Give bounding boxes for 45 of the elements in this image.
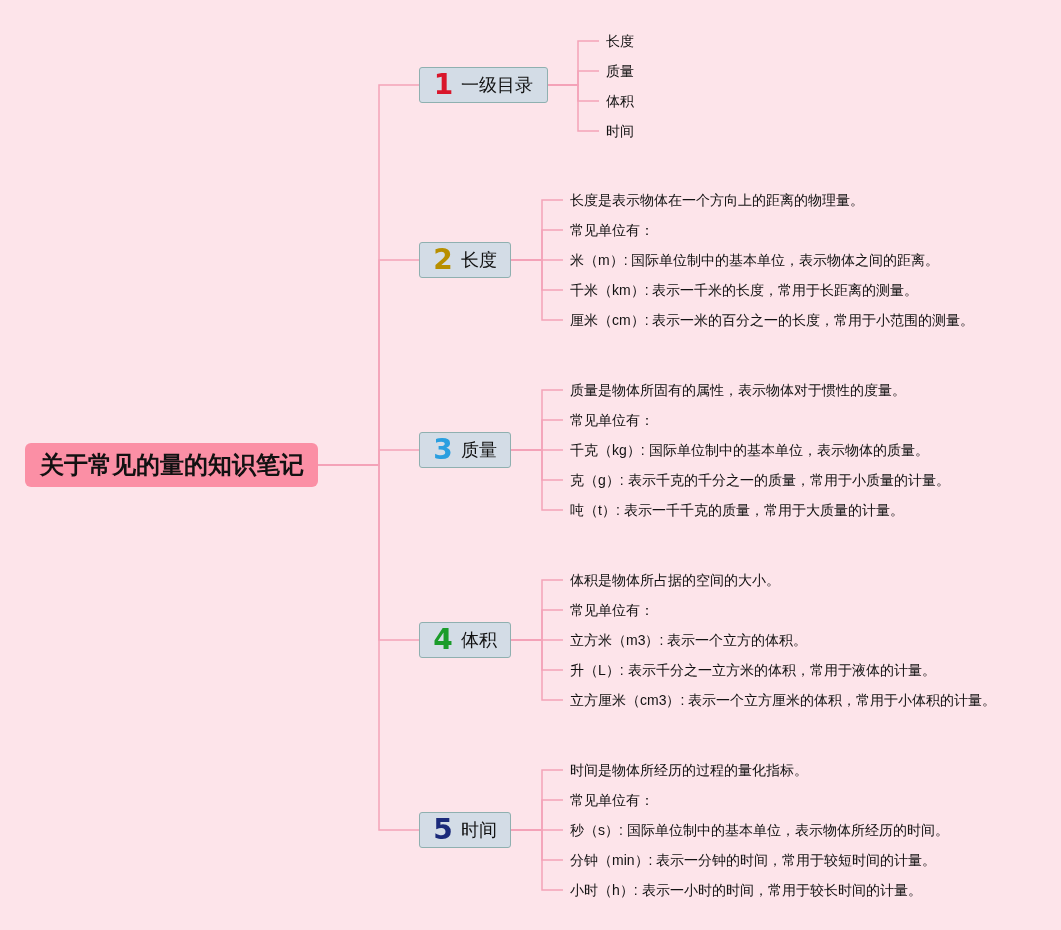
- note-text: 升（L）: 表示千分之一立方米的体积，常用于液体的计量。: [563, 660, 936, 680]
- note-text: 秒（s）: 国际单位制中的基本单位，表示物体所经历的时间。: [563, 820, 949, 840]
- topic-number: 3: [433, 436, 453, 464]
- topic-number: 2: [433, 246, 453, 274]
- topic-label: 时间: [460, 819, 497, 842]
- note-text: 米（m）: 国际单位制中的基本单位，表示物体之间的距离。: [563, 250, 940, 270]
- connector-line: [510, 449, 564, 511]
- note-text: 长度是表示物体在一个方向上的距离的物理量。: [563, 190, 864, 210]
- note-text: 克（g）: 表示千克的千分之一的质量，常用于小质量的计量。: [563, 470, 950, 490]
- note-text: 立方米（m3）: 表示一个立方的体积。: [563, 630, 808, 650]
- topic-label: 体积: [460, 629, 497, 652]
- connector-line: [510, 829, 564, 891]
- topic-label: 一级目录: [461, 74, 534, 97]
- topic-number: 5: [433, 816, 453, 844]
- note-text: 常见单位有：: [563, 410, 654, 430]
- note-text: 质量: [599, 61, 634, 81]
- note-text: 时间是物体所经历的过程的量化指标。: [563, 760, 808, 780]
- topic-box: [419, 812, 511, 848]
- note-text: 常见单位有：: [563, 600, 654, 620]
- note-text: 小时（h）: 表示一小时的时间，常用于较长时间的计量。: [563, 880, 922, 900]
- note-text: 长度: [599, 31, 634, 51]
- topic-label: 长度: [460, 249, 497, 272]
- note-text: 分钟（min）: 表示一分钟的时间，常用于较短时间的计量。: [563, 850, 937, 870]
- topic-box: [419, 432, 511, 468]
- note-text: 吨（t）: 表示一千千克的质量，常用于大质量的计量。: [563, 500, 904, 520]
- note-text: 厘米（cm）: 表示一米的百分之一的长度，常用于小范围的测量。: [563, 310, 975, 330]
- topic-number: 4: [433, 626, 453, 654]
- note-text: 常见单位有：: [563, 220, 654, 240]
- topic-box: [419, 67, 548, 103]
- note-text: 立方厘米（cm3）: 表示一个立方厘米的体积，常用于小体积的计量。: [563, 690, 997, 710]
- connector-line: [510, 639, 564, 701]
- note-text: 质量是物体所固有的属性，表示物体对于惯性的度量。: [563, 380, 906, 400]
- central-topic: 关于常见的量的知识笔记: [25, 443, 318, 487]
- connector-line: [510, 259, 564, 321]
- note-text: 体积是物体所占据的空间的大小。: [563, 570, 780, 590]
- connector-line: [547, 84, 600, 132]
- note-text: 时间: [599, 121, 634, 141]
- topic-box: [419, 242, 511, 278]
- topic-number: 1: [433, 71, 454, 99]
- note-text: 千克（kg）: 国际单位制中的基本单位，表示物体的质量。: [563, 440, 929, 460]
- note-text: 体积: [599, 91, 634, 111]
- note-text: 常见单位有：: [563, 790, 654, 810]
- topic-box: [419, 622, 511, 658]
- note-text: 千米（km）: 表示一千米的长度，常用于长距离的测量。: [563, 280, 919, 300]
- topic-label: 质量: [460, 439, 497, 462]
